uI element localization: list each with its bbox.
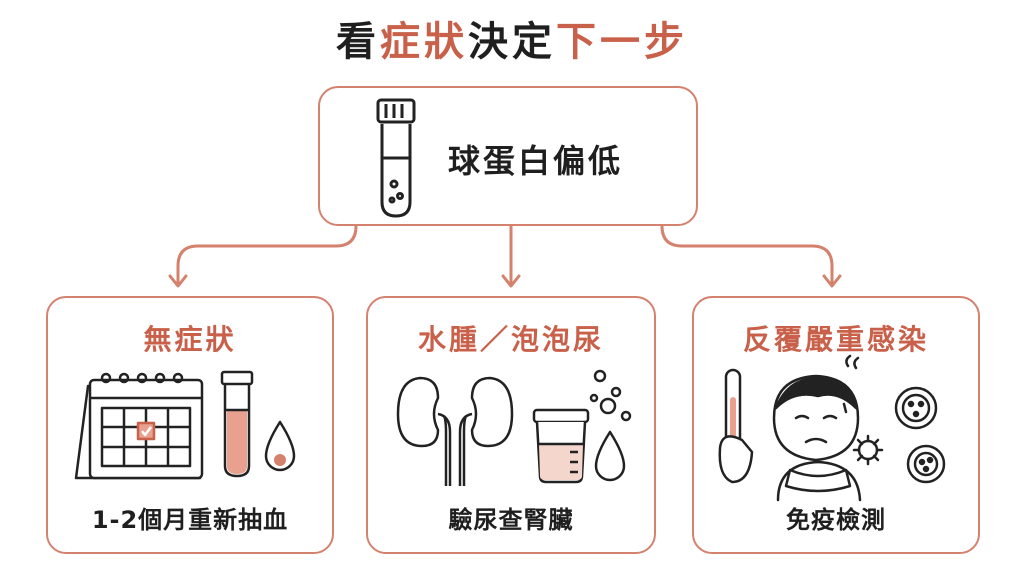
branch-action: 免疫檢測 [786, 506, 886, 534]
sick-person-icon [772, 354, 862, 502]
germs-icon [852, 386, 946, 484]
kidneys-icon [396, 376, 514, 486]
bubbles-icon [589, 369, 632, 422]
title-part-1: 看 [336, 19, 380, 65]
test-tube-icon [376, 98, 416, 218]
water-drop-icon [594, 430, 626, 482]
arrowhead-center [501, 274, 521, 288]
blood-drop-icon [264, 420, 296, 472]
branch-title: 水腫／泡泡尿 [417, 323, 604, 356]
branch-b-illustration [396, 369, 632, 486]
calendar-icon [74, 372, 204, 480]
title-part-2: 症狀 [380, 19, 468, 65]
branch-action: 驗尿查腎臟 [448, 506, 574, 534]
branch-c-illustration [718, 354, 946, 502]
root-label: 球蛋白偏低 [448, 142, 624, 180]
branch-title: 無症狀 [143, 323, 237, 356]
branch-a-illustration [74, 370, 296, 480]
branch-title: 反覆嚴重感染 [742, 323, 929, 356]
branch-card-edema: 水腫／泡泡尿 驗尿查腎臟 [366, 296, 656, 554]
branch-card-no-symptoms: 無症狀 1 [46, 296, 334, 554]
connector-right [660, 224, 834, 286]
connector-left [176, 224, 358, 286]
branch-card-infection: 反覆嚴重感染 [692, 296, 980, 554]
title-part-4: 下一步 [556, 19, 688, 65]
urine-cup-icon [532, 408, 590, 484]
page-title: 看症狀決定下一步 [0, 14, 1024, 70]
blood-tube-icon [220, 370, 254, 478]
arrowhead-left [168, 274, 188, 288]
root-box: 球蛋白偏低 [318, 86, 698, 226]
arrowhead-right [822, 274, 842, 288]
thermometer-icon [718, 368, 754, 484]
branch-action: 1-2個月重新抽血 [91, 506, 289, 534]
title-part-3: 決定 [468, 19, 556, 65]
